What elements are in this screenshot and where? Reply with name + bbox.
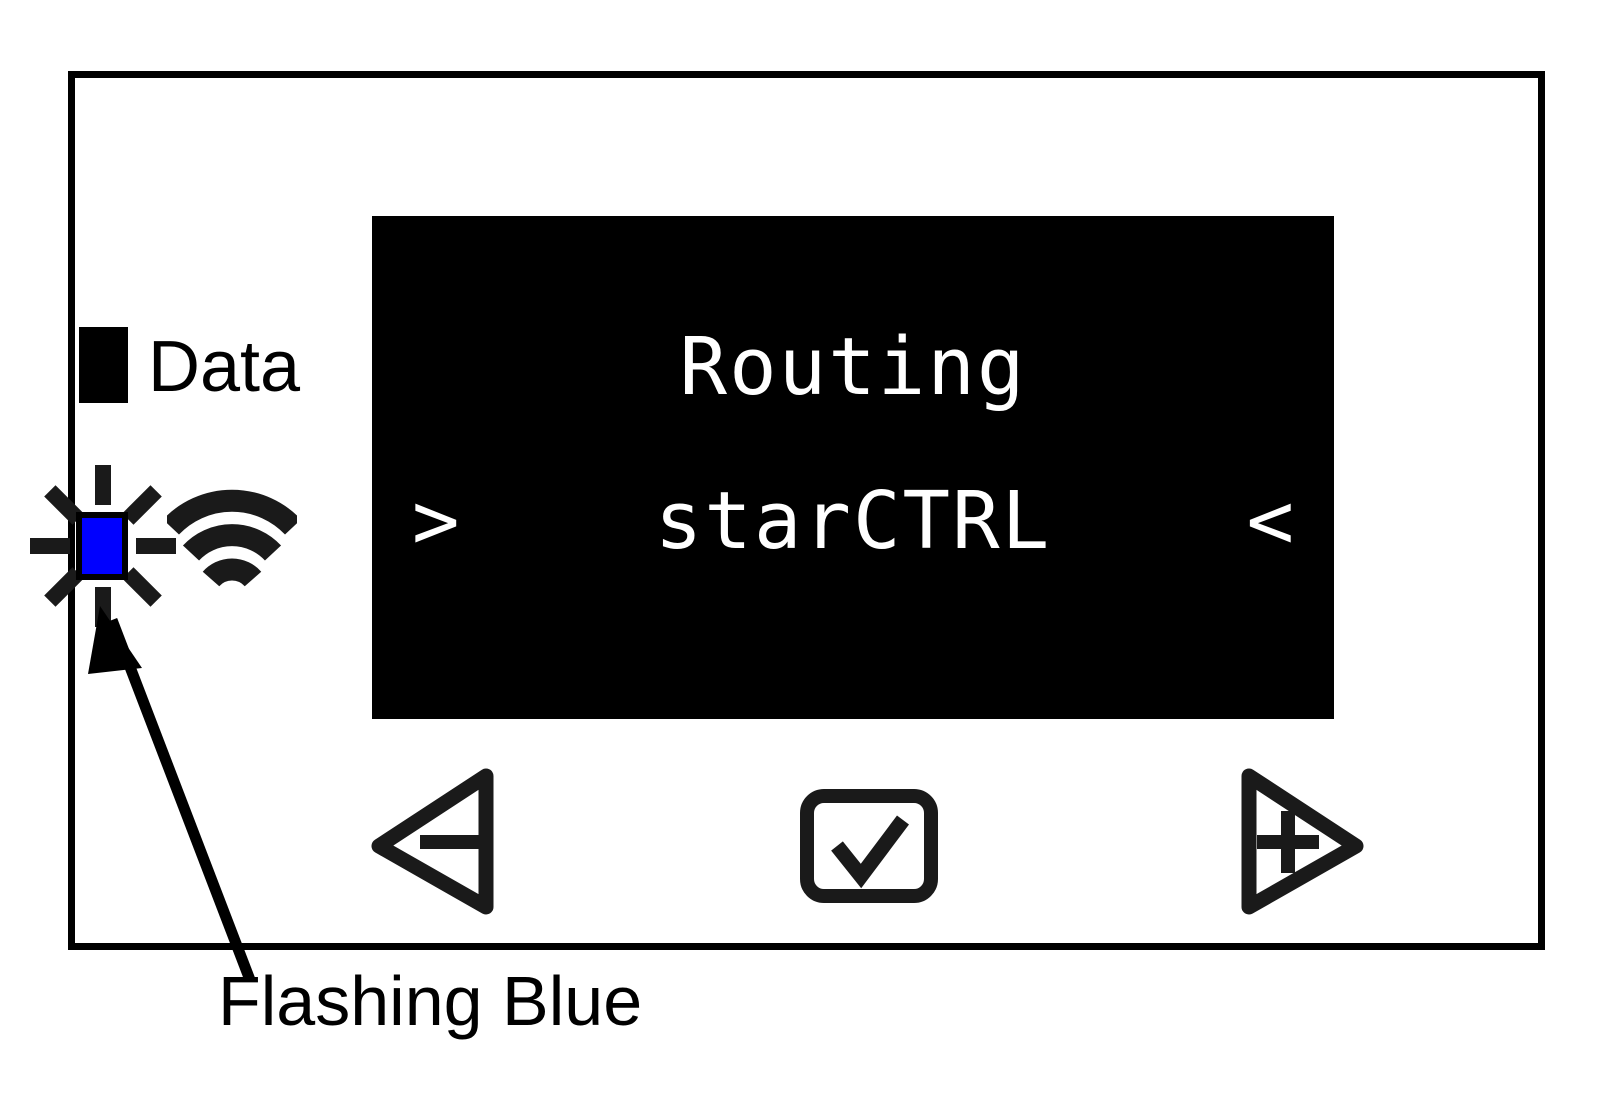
display-value: starCTRL — [654, 475, 1052, 567]
device-frame: Routing > starCTRL < Data — [30, 71, 1545, 950]
data-led-indicator — [79, 327, 128, 403]
plus-glyph-icon — [1257, 811, 1319, 873]
check-glyph-icon — [831, 815, 909, 889]
decrement-button[interactable] — [365, 764, 500, 919]
increment-button[interactable] — [1235, 764, 1370, 919]
lcd-display: Routing > starCTRL < — [372, 216, 1334, 719]
wifi-icon — [163, 479, 301, 597]
display-chevron-left-icon[interactable]: > — [412, 475, 460, 567]
minus-glyph-icon — [420, 835, 482, 849]
confirm-button[interactable] — [799, 788, 939, 904]
display-title: Routing — [679, 321, 1027, 413]
display-chevron-right-icon[interactable]: < — [1246, 475, 1294, 567]
data-led-label: Data — [148, 327, 301, 407]
callout-label: Flashing Blue — [218, 962, 643, 1040]
status-led-indicator — [76, 512, 128, 580]
